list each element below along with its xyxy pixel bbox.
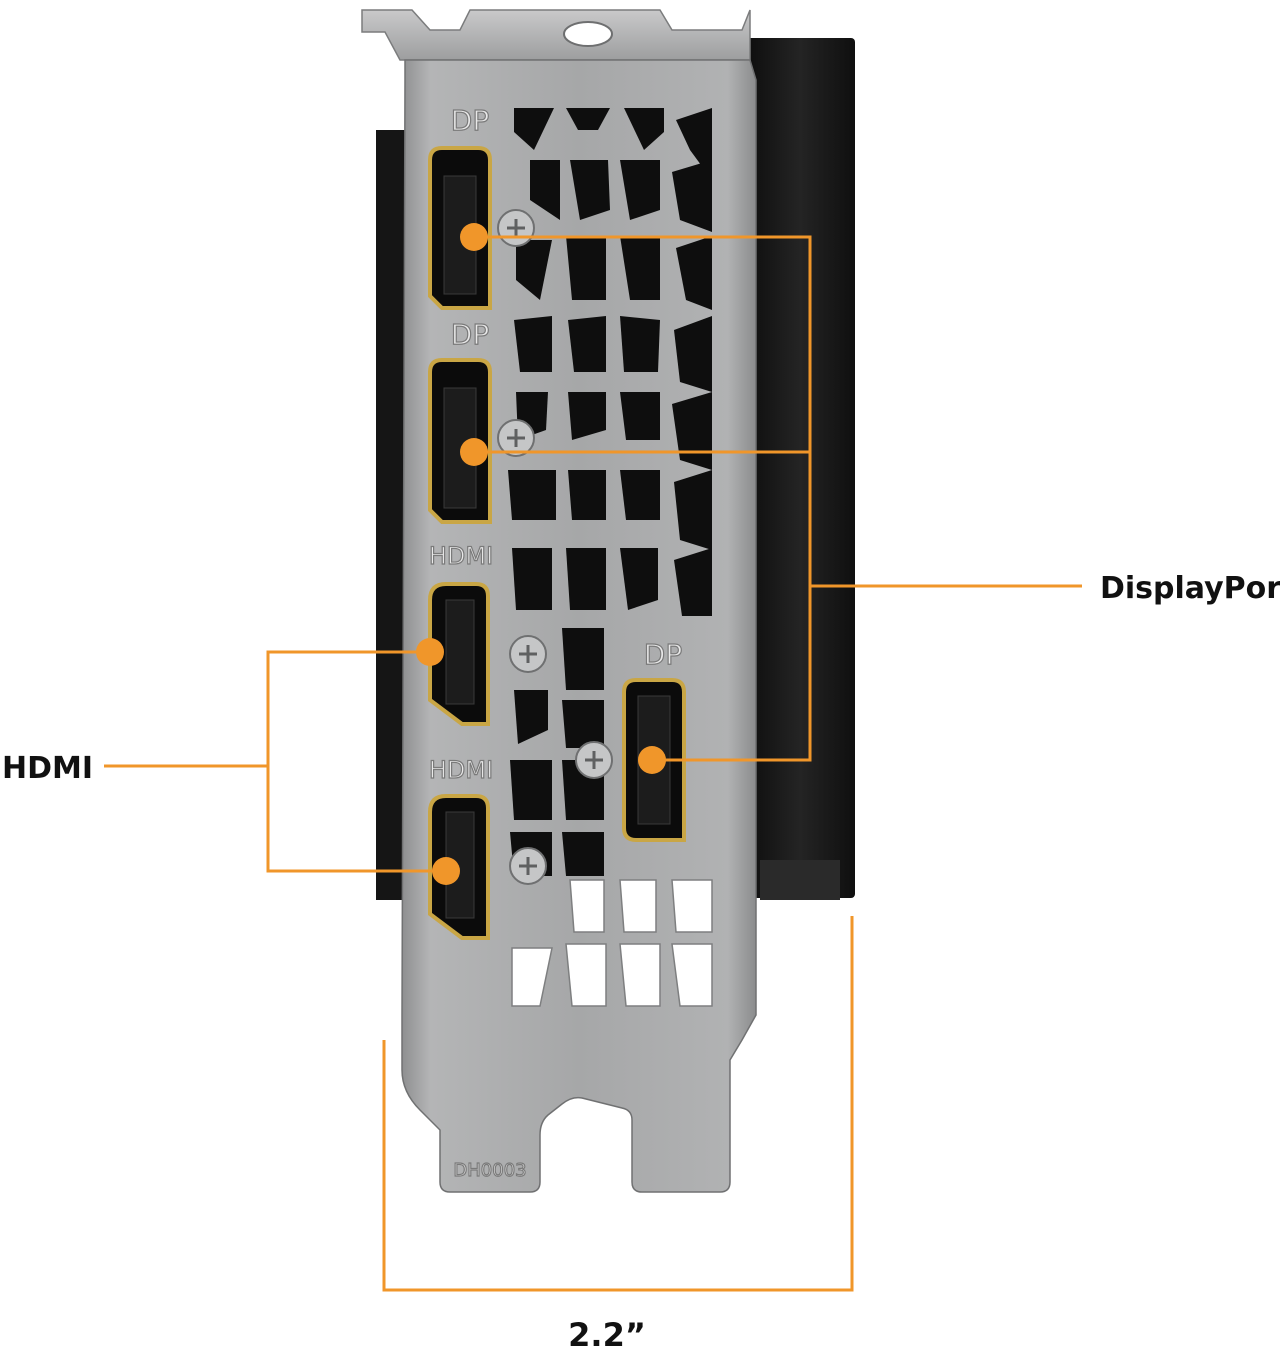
hdmi-label-1: HDMI <box>429 542 493 570</box>
displayport-callout-lines <box>474 235 1082 762</box>
dp-label-3: DP <box>644 638 682 671</box>
hdmi-connector-1 <box>428 582 490 726</box>
width-dimension-line <box>382 916 854 1292</box>
screw-icon <box>509 635 547 673</box>
hdmi-label-2: HDMI <box>429 756 493 784</box>
bracket-port-labels: DP DP HDMI HDMI DP <box>428 103 683 784</box>
dp-label-1: DP <box>451 104 489 137</box>
screw-icon <box>497 419 535 457</box>
lower-cutouts <box>511 879 713 1007</box>
mounting-tab <box>361 9 751 61</box>
displayport-callout-label: DisplayPort <box>1100 571 1280 606</box>
vent-pattern <box>508 108 712 876</box>
hdmi-callout-label: HDMI <box>2 751 93 786</box>
heatsink-shroud <box>376 38 855 900</box>
width-dimension-label: 2.2” <box>568 1316 646 1352</box>
screw-icon <box>497 209 535 247</box>
hdmi-callout-markers <box>416 638 460 885</box>
displayport-callout-markers <box>460 223 666 774</box>
dp-label-2: DP <box>451 318 489 351</box>
hdmi-callout-lines <box>104 650 446 873</box>
screw-icon <box>509 847 547 885</box>
part-code-label: DH0003 <box>453 1160 526 1181</box>
io-bracket-plate: DH0003 <box>401 59 757 1193</box>
screw-icon <box>575 741 613 779</box>
